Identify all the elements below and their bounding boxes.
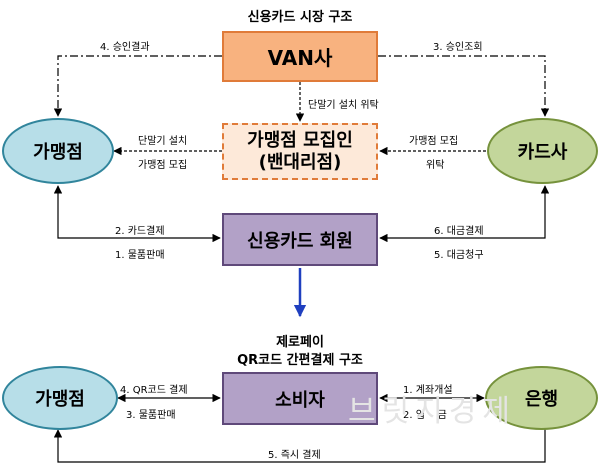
merchant-member-line bbox=[53, 185, 221, 243]
instant-payment-line bbox=[53, 428, 546, 463]
approval-query-line bbox=[378, 55, 550, 117]
terminal-delegation-label: 단말기 설치 위탁 bbox=[308, 100, 379, 111]
approval-result-line bbox=[53, 55, 222, 117]
merchant-ellipse-bottom: 가맹점 bbox=[2, 366, 118, 430]
qr-payment-label: 4. QR코드 결제 bbox=[120, 385, 188, 396]
terminal-install-label: 단말기 설치 bbox=[138, 136, 188, 147]
recruiter-label-line1: 가맹점 모집인 bbox=[247, 129, 353, 151]
card-payment-label: 2. 카드결제 bbox=[115, 226, 165, 237]
goods-sale-label: 1. 물품판매 bbox=[115, 250, 165, 261]
deposit-label: 2. 입 금 bbox=[403, 410, 447, 421]
price-claim-label: 5. 대금청구 bbox=[434, 250, 484, 261]
van-company-box: VAN사 bbox=[222, 31, 378, 82]
card-company-label: 카드사 bbox=[517, 142, 568, 163]
approval-query-label: 3. 승인조회 bbox=[433, 42, 483, 53]
bank-ellipse: 은행 bbox=[485, 366, 598, 430]
consumer-label: 소비자 bbox=[275, 389, 325, 411]
instant-payment-label: 5. 즉시 결제 bbox=[268, 450, 321, 461]
bottom-title-line1: 제로페이 bbox=[276, 335, 324, 350]
top-title: 신용카드 시장 구조 bbox=[247, 10, 353, 25]
consumer-box: 소비자 bbox=[222, 372, 378, 425]
merchant-ellipse-top: 가맹점 bbox=[2, 118, 114, 184]
goods-sale2-label: 3. 물품판매 bbox=[126, 410, 176, 421]
van-company-label: VAN사 bbox=[267, 46, 333, 70]
merchant-recruit-left-label: 가맹점 모집 bbox=[138, 160, 188, 171]
price-payment-label: 6. 대금결제 bbox=[434, 226, 484, 237]
merchant-top-label: 가맹점 bbox=[33, 142, 83, 163]
approval-result-label: 4. 승인결과 bbox=[100, 42, 150, 53]
recruiter-label-line2: (밴대리점) bbox=[258, 151, 342, 173]
card-company-ellipse: 카드사 bbox=[487, 118, 598, 184]
card-member-line bbox=[379, 185, 550, 243]
bottom-title-line2: QR코드 간편결제 구조 bbox=[237, 353, 363, 368]
card-member-label: 신용카드 회원 bbox=[247, 230, 353, 252]
bank-label: 은행 bbox=[524, 389, 559, 410]
merchant-bottom-label: 가맹점 bbox=[35, 389, 85, 410]
merchant-recruit-right-label: 가맹점 모집 bbox=[409, 136, 459, 147]
recruiter-box: 가맹점 모집인 (밴대리점) bbox=[222, 123, 378, 180]
account-open-label: 1. 계좌개설 bbox=[403, 385, 453, 396]
card-member-box: 신용카드 회원 bbox=[222, 213, 378, 266]
watermark: 브릿지경제 bbox=[348, 394, 516, 429]
delegation-label: 위탁 bbox=[426, 160, 445, 171]
